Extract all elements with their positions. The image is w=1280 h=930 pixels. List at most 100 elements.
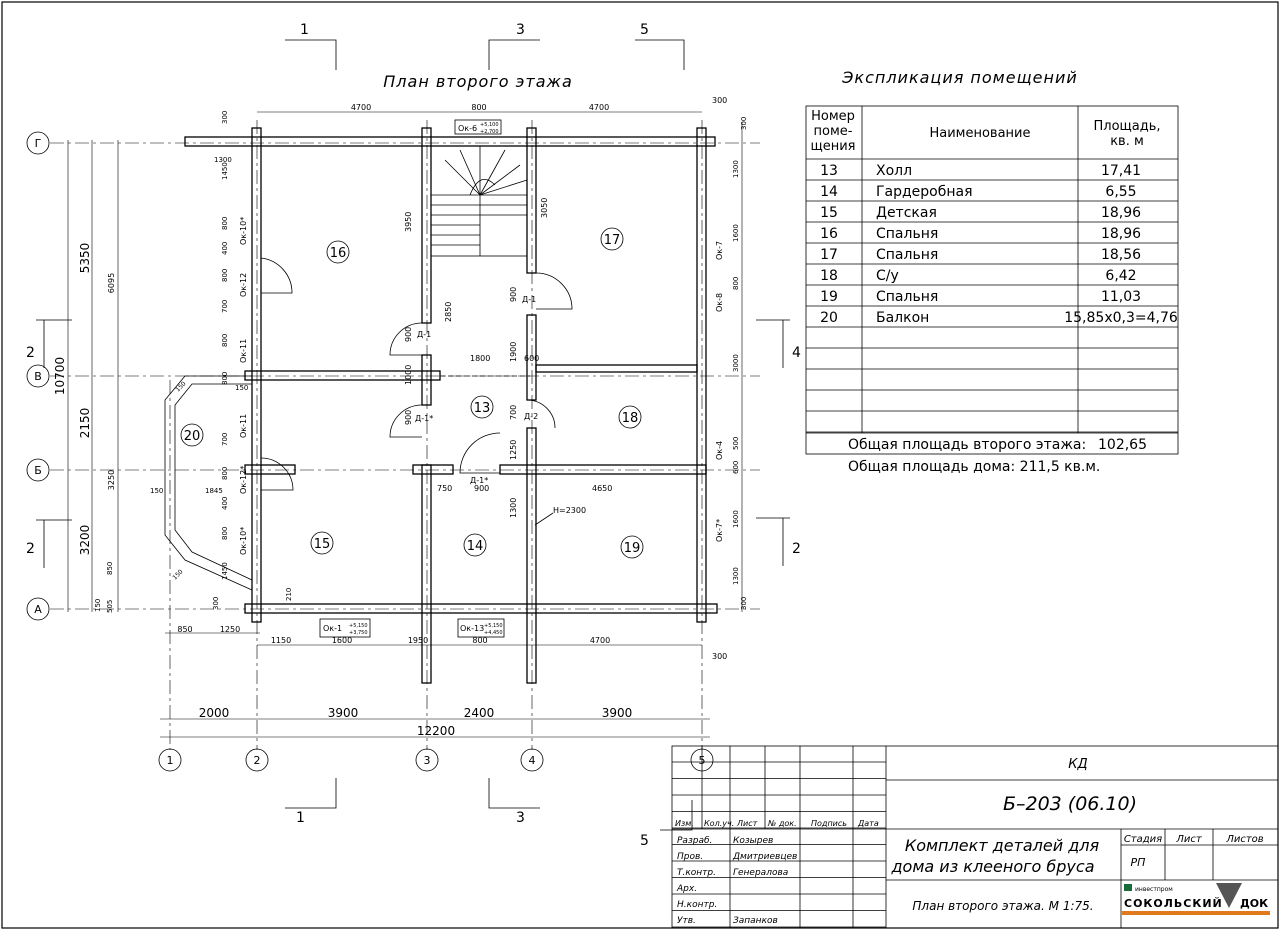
svg-text:Ок-12*: Ок-12* — [239, 466, 248, 494]
svg-text:4700: 4700 — [589, 103, 609, 112]
svg-text:850: 850 — [106, 562, 114, 575]
svg-text:15: 15 — [820, 205, 838, 221]
svg-text:Спальня: Спальня — [876, 247, 938, 263]
title-block: Изм. Кол.уч. Лист № док. Подпись Дата Ра… — [671, 745, 1279, 929]
axis-markers-letters: Г В Б А — [26, 131, 50, 621]
svg-text:Лист: Лист — [1175, 834, 1203, 845]
svg-text:5: 5 — [640, 833, 649, 849]
svg-text:инвестпром: инвестпром — [1135, 886, 1173, 893]
svg-text:Изм.: Изм. — [675, 819, 694, 828]
svg-text:800: 800 — [221, 334, 229, 347]
svg-text:300: 300 — [740, 597, 748, 610]
axis-marker-g: Г — [35, 137, 42, 150]
svg-text:16: 16 — [820, 226, 838, 242]
stair — [430, 145, 528, 257]
svg-text:5350: 5350 — [78, 243, 92, 274]
svg-text:1800: 1800 — [470, 354, 490, 363]
svg-text:+5,100: +5,100 — [480, 122, 499, 128]
svg-text:щения: щения — [810, 139, 855, 154]
room-17-label: 17 — [604, 233, 621, 248]
svg-text:18,96: 18,96 — [1101, 205, 1141, 221]
svg-text:900: 900 — [404, 410, 413, 425]
svg-text:11,03: 11,03 — [1101, 289, 1141, 305]
svg-text:600: 600 — [732, 461, 740, 474]
svg-text:19: 19 — [820, 289, 838, 305]
svg-text:Спальня: Спальня — [876, 226, 938, 242]
svg-text:4700: 4700 — [590, 636, 610, 645]
svg-text:С/у: С/у — [876, 268, 899, 284]
walls — [184, 127, 718, 684]
room-15-label: 15 — [314, 537, 331, 552]
explication-title: Экспликация помещений — [841, 68, 1078, 87]
svg-text:Холл: Холл — [876, 163, 912, 179]
room-labels: 13 14 15 16 17 18 19 20 — [180, 227, 644, 559]
svg-text:800: 800 — [471, 103, 486, 112]
svg-text:1845: 1845 — [205, 487, 223, 495]
svg-text:Ок-12: Ок-12 — [239, 273, 248, 297]
axis-marker-1: 1 — [167, 754, 174, 767]
svg-text:Ок-6: Ок-6 — [458, 124, 477, 133]
svg-text:3050: 3050 — [540, 198, 549, 218]
svg-text:3950: 3950 — [404, 212, 413, 232]
svg-text:Наименование: Наименование — [929, 126, 1030, 141]
svg-text:900: 900 — [509, 287, 518, 302]
axis-marker-4: 4 — [529, 754, 536, 767]
svg-text:Номер: Номер — [811, 109, 855, 124]
svg-text:Козырев: Козырев — [733, 836, 773, 846]
svg-text:1900: 1900 — [509, 342, 518, 362]
svg-text:1250: 1250 — [509, 440, 518, 460]
svg-text:Площадь,: Площадь, — [1093, 119, 1160, 134]
dims-inner: 3950 3050 2850 900 900 1900 1800 600 100… — [285, 198, 612, 601]
svg-text:1300: 1300 — [214, 156, 232, 164]
svg-text:кв. м: кв. м — [1110, 134, 1144, 149]
svg-text:300: 300 — [221, 111, 229, 124]
svg-text:3: 3 — [516, 810, 525, 826]
plan-title: План второго этажа — [383, 72, 573, 91]
dims-top: 4700 800 4700 300 — [257, 96, 727, 113]
stamp-doc-number: Б–203 (06.10) — [1003, 793, 1137, 815]
svg-text:ДОК: ДОК — [1240, 897, 1268, 910]
dims-axes: 2000 3900 2400 3900 12200 — [160, 706, 710, 738]
axis-marker-3: 3 — [424, 754, 431, 767]
svg-text:12200: 12200 — [417, 724, 455, 738]
svg-text:Д-1: Д-1 — [522, 295, 536, 304]
svg-text:505: 505 — [106, 600, 114, 613]
svg-text:1000: 1000 — [404, 365, 413, 385]
svg-text:Разраб.: Разраб. — [677, 836, 712, 846]
section-marks: 1 3 5 2 2 4 2 1 3 5 — [26, 22, 801, 849]
svg-text:700: 700 — [221, 433, 229, 446]
axis-marker-b: Б — [34, 464, 42, 477]
svg-text:800: 800 — [221, 467, 229, 480]
svg-text:150: 150 — [94, 599, 102, 612]
svg-text:20: 20 — [820, 310, 838, 326]
svg-text:Д-1*: Д-1* — [470, 476, 488, 485]
svg-text:300: 300 — [212, 597, 220, 610]
svg-text:6,42: 6,42 — [1105, 268, 1136, 284]
svg-text:15,85x0,3=4,76: 15,85x0,3=4,76 — [1064, 310, 1178, 326]
svg-text:300: 300 — [712, 96, 727, 105]
stamp-code: КД — [1068, 757, 1087, 772]
svg-text:1950: 1950 — [408, 636, 428, 645]
axis-marker-a: А — [34, 603, 42, 616]
svg-text:Д-2: Д-2 — [524, 412, 538, 421]
room-19-label: 19 — [624, 541, 641, 556]
svg-text:Утв.: Утв. — [677, 916, 696, 926]
svg-text:14: 14 — [820, 184, 838, 200]
svg-text:3900: 3900 — [328, 706, 359, 720]
svg-text:3200: 3200 — [78, 525, 92, 556]
svg-text:Ок-8: Ок-8 — [715, 293, 724, 312]
window-labels: Ок-6 +5,100 +2,700 Ок-10* Ок-12 Ок-11 Ок… — [239, 119, 724, 638]
svg-text:Ок-7*: Ок-7* — [715, 519, 724, 542]
svg-text:300: 300 — [712, 652, 727, 661]
company-logo: инвестпром СОКОЛЬСКИЙ ДОК — [1122, 883, 1270, 915]
svg-text:Генералова: Генералова — [733, 868, 788, 878]
room-16-label: 16 — [330, 246, 347, 261]
svg-text:+5,150: +5,150 — [484, 623, 503, 629]
svg-text:500: 500 — [732, 437, 740, 450]
svg-text:Н=2300: Н=2300 — [553, 506, 586, 515]
svg-text:900: 900 — [404, 327, 413, 342]
svg-text:800: 800 — [221, 527, 229, 540]
svg-text:800: 800 — [732, 277, 740, 290]
svg-text:1450: 1450 — [221, 562, 229, 580]
